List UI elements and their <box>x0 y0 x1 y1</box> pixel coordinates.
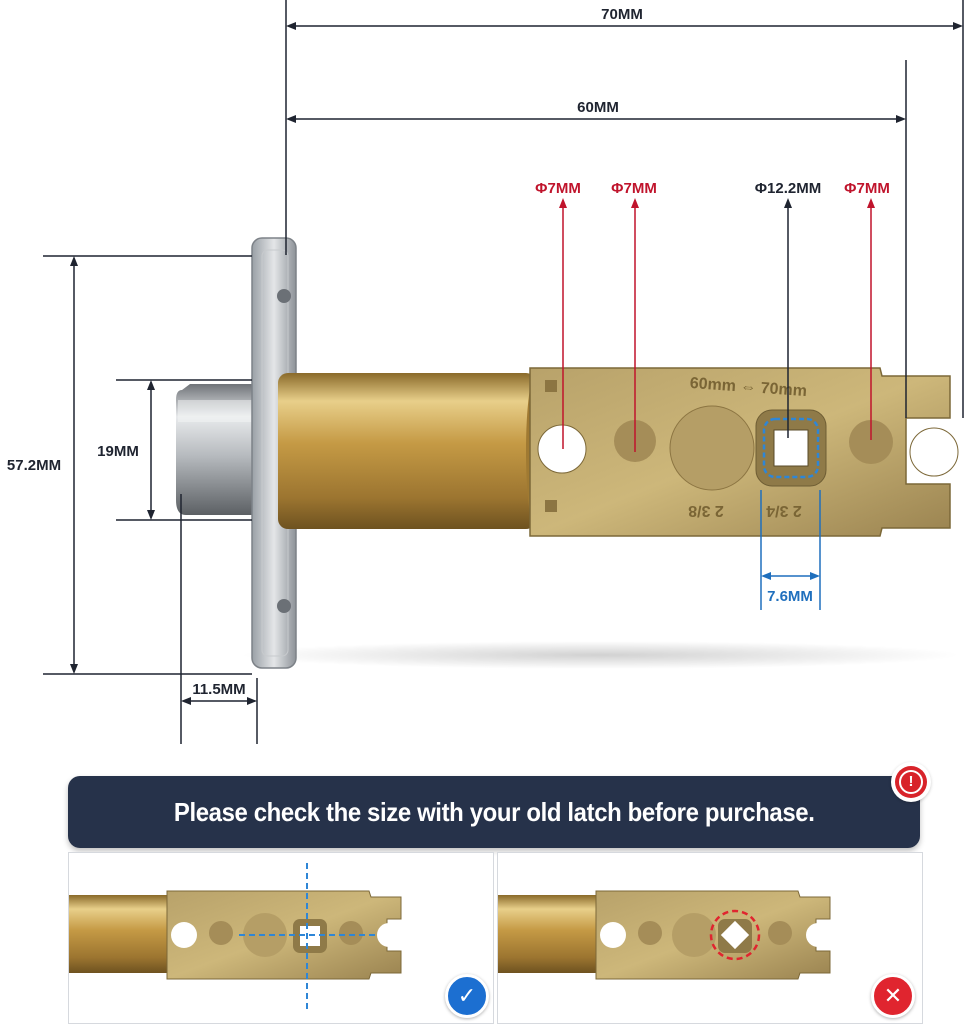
dim-faceplate-height: 57.2MM <box>7 457 61 474</box>
spindle-arrows <box>761 572 820 580</box>
dim-hole-second: Φ7MM <box>611 180 657 197</box>
checkmark-icon: ✓ <box>445 974 489 1018</box>
spindle-dimension <box>760 490 821 610</box>
plate-marking-bottom-right: 2 3/4 <box>766 502 802 519</box>
dimension-lines <box>43 0 964 744</box>
exclamation-icon: ! <box>891 762 931 802</box>
size-check-banner: Please check the size with your old latc… <box>68 776 920 848</box>
dim-square-spindle: 7.6MM <box>767 588 813 605</box>
dim-hole-left: Φ7MM <box>535 180 581 197</box>
exclamation-icon-glyph: ! <box>899 770 923 794</box>
dim-bolt-projection: 11.5MM <box>192 681 245 698</box>
correct-latch-image <box>69 863 402 1013</box>
exclamation-icon-inner: ! <box>895 766 927 798</box>
hole-pointer-arrows <box>559 198 875 208</box>
cross-icon: ✕ <box>871 974 915 1018</box>
dimension-arrows <box>70 22 963 705</box>
comparison-correct-panel <box>68 852 494 1024</box>
latch-shadow <box>240 641 960 669</box>
plate-marking-bottom-left: 2 3/8 <box>688 502 724 519</box>
dim-center-hole: Φ12.2MM <box>755 180 822 197</box>
incorrect-latch-image <box>498 890 831 980</box>
hole-pointers <box>562 202 872 452</box>
dim-bolt-height: 19MM <box>97 443 139 460</box>
latch-tube <box>278 373 546 529</box>
comparison-incorrect-panel <box>497 852 923 1024</box>
dim-backset-length: 60MM <box>577 99 619 116</box>
latch-bolt <box>176 384 262 515</box>
banner-text: Please check the size with your old latc… <box>173 796 815 827</box>
dim-overall-length: 70MM <box>601 6 643 23</box>
dim-hole-right: Φ7MM <box>844 180 890 197</box>
